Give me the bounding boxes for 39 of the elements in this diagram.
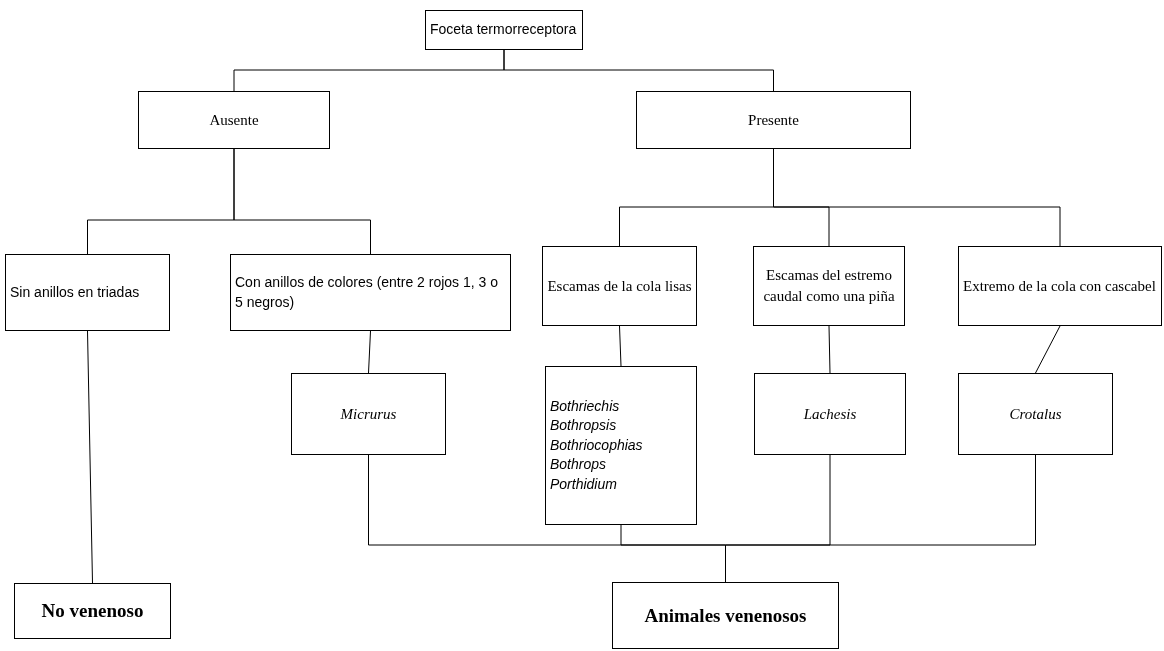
genus-name: Bothriocophias xyxy=(550,435,644,455)
connector-line xyxy=(503,49,774,92)
box xyxy=(545,366,697,525)
node-label: Lachesis xyxy=(802,404,858,424)
genus-name: Porthidium xyxy=(550,474,618,494)
connector-line xyxy=(1035,325,1061,374)
genus-name: Bothrops xyxy=(550,455,608,475)
node-label: Extremo de la cola con cascabel xyxy=(963,276,1157,296)
box xyxy=(958,246,1162,326)
node-label: Crotalus xyxy=(1008,404,1063,424)
box xyxy=(958,373,1113,455)
connector-line xyxy=(619,325,622,367)
box xyxy=(754,373,906,455)
box xyxy=(291,373,446,455)
node-label: Ausente xyxy=(208,110,260,130)
node-label: Presente xyxy=(747,110,800,130)
box xyxy=(636,91,911,149)
box xyxy=(5,254,170,331)
connector-line xyxy=(87,330,93,584)
node-label: No venenoso xyxy=(40,599,145,624)
box xyxy=(425,10,583,50)
box xyxy=(612,582,839,649)
node-label: Sin anillos en triadas xyxy=(10,282,141,302)
node-label: Escamas de la cola lisas xyxy=(546,276,693,296)
box xyxy=(138,91,330,149)
box xyxy=(753,246,905,326)
node-label: Micrurus xyxy=(339,404,398,424)
connector-line xyxy=(233,148,371,255)
node-label: Escamas del estremo caudal como una piña xyxy=(762,266,896,306)
box xyxy=(14,583,171,639)
box xyxy=(542,246,697,326)
connector-line xyxy=(368,330,371,374)
connector-line xyxy=(828,325,831,374)
node-label: Con anillos de colores (entre 2 rojos 1, 3 o 5 negros) xyxy=(235,272,500,312)
node-label: Foceta termorreceptora xyxy=(430,20,578,40)
box xyxy=(230,254,511,331)
node-label: Animales venenosos xyxy=(643,603,808,628)
genus-name: Bothropsis xyxy=(550,416,618,436)
genus-name: Bothriechis xyxy=(550,396,621,416)
